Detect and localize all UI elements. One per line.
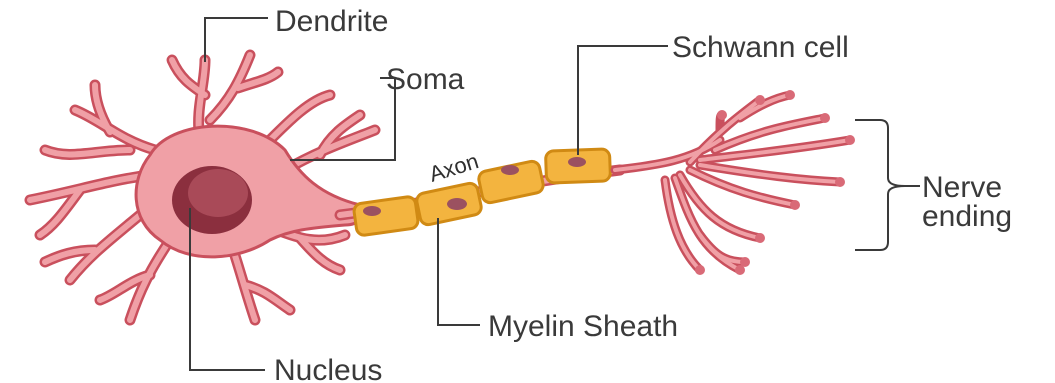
label-nucleus: Nucleus [274,354,382,383]
label-dendrite: Dendrite [275,5,388,38]
nucleus [172,166,252,234]
label-myelin-sheath: Myelin Sheath [488,310,678,343]
label-axon: Axon [426,148,481,187]
label-schwann-cell: Schwann cell [672,31,849,64]
label-nerve-ending-line2: ending [922,200,1012,233]
nerve-ending-branches [615,95,850,270]
label-soma: Soma [386,63,465,96]
